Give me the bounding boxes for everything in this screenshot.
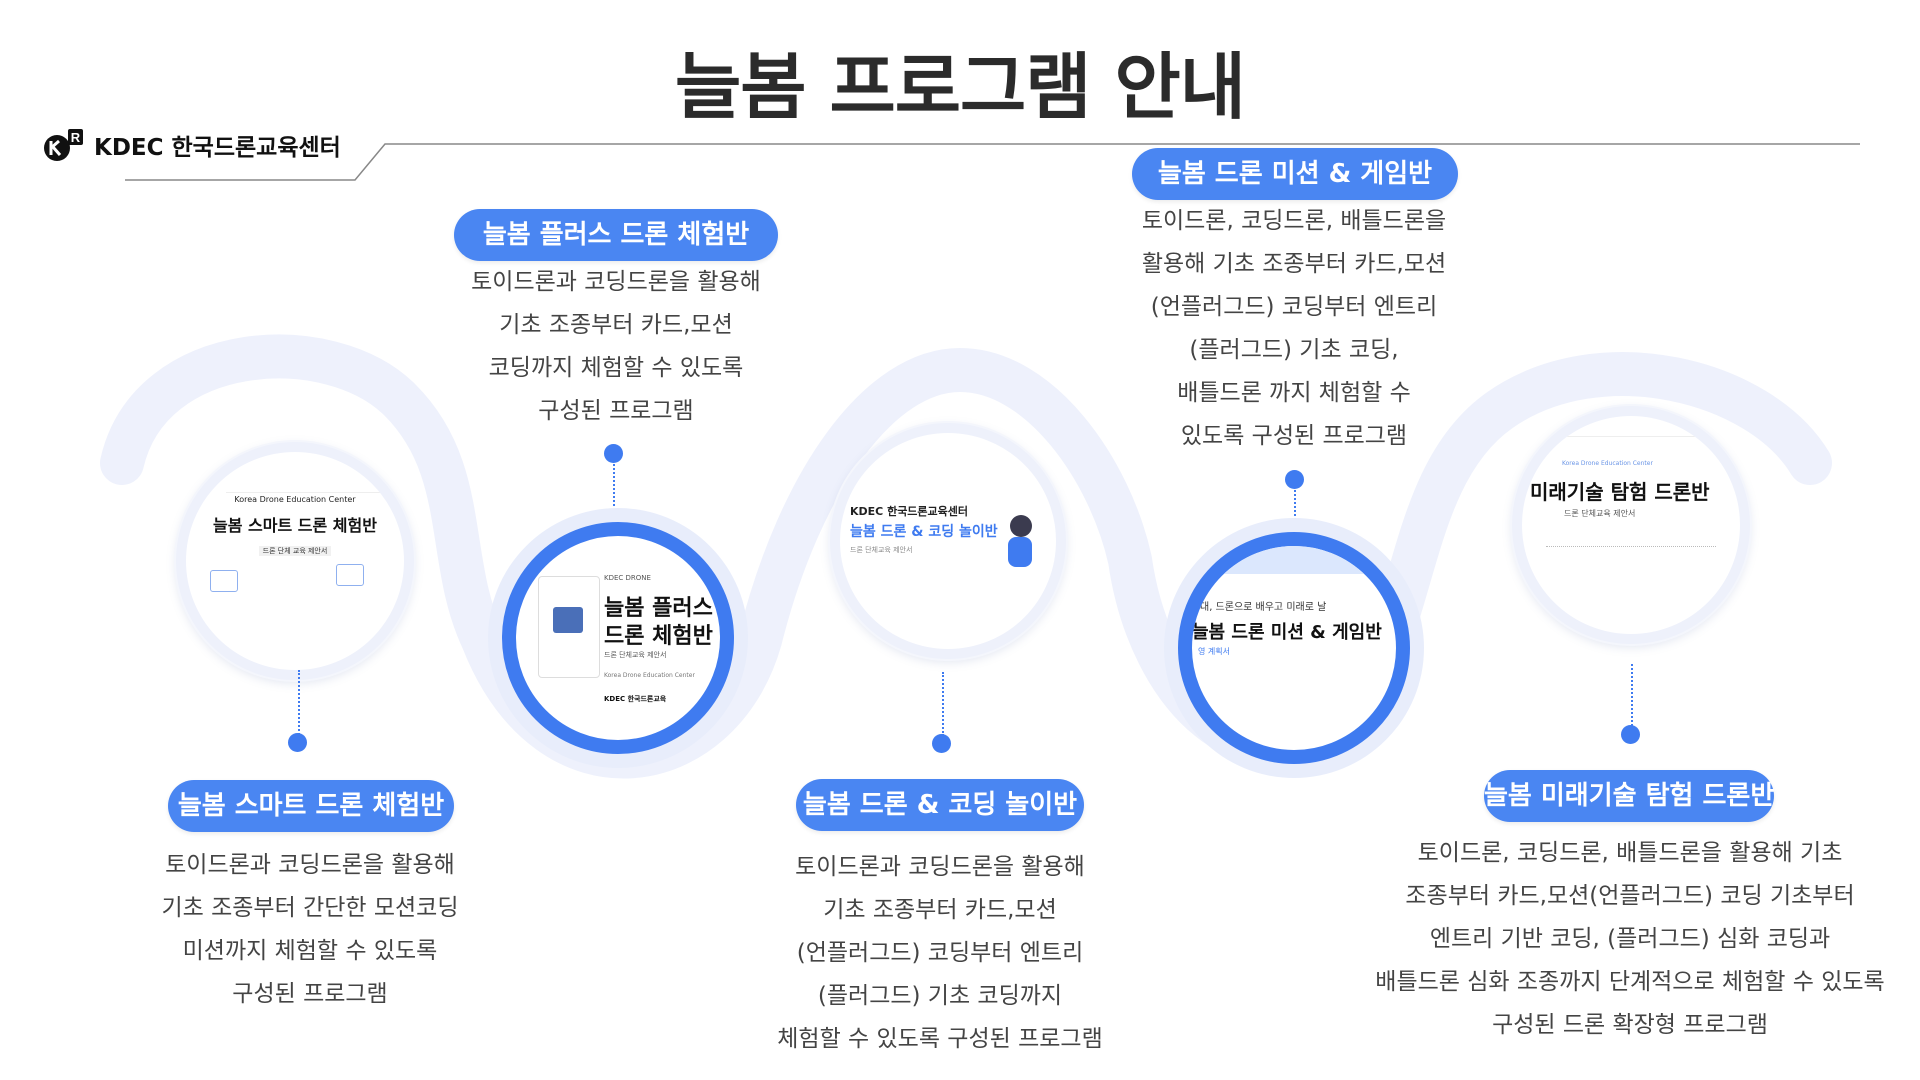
description-line: 배틀드론 까지 체험할 수	[1177, 380, 1411, 406]
thumbnail-doc: KDEC DRONE 늘봄 플러스 드론 체험반 드론 단체교육 제안서 Kor…	[516, 536, 720, 740]
program-pill-3[interactable]: 늘봄 드론 & 코딩 놀이반	[796, 779, 1084, 831]
monitor-icon	[336, 564, 364, 586]
thumb-title: 늘봄 드론 미션 & 게임반	[1192, 622, 1382, 643]
description-line: 코딩까지 체험할 수 있도록	[488, 355, 744, 381]
program-description-1: 토이드론과 코딩드론을 활용해 기초 조종부터 간단한 모션코딩 미션까지 체험…	[110, 844, 510, 1016]
program-pill-2[interactable]: 늘봄 플러스 드론 체험반	[454, 209, 778, 261]
description-line: 있도록 구성된 프로그램	[1180, 423, 1408, 449]
description-line: (언플러그드) 코딩부터 엔트리	[1150, 294, 1438, 320]
connector-line	[1294, 490, 1296, 532]
program-thumbnail-3[interactable]: KDEC 한국드론교육센터 늘봄 드론 & 코딩 놀이반 드론 단체교육 제안서	[830, 423, 1066, 659]
connector-line	[613, 464, 615, 506]
program-pill-4[interactable]: 늘봄 드론 미션 & 게임반	[1132, 148, 1458, 200]
thumbnail-doc: KDEC 한국드론교육센터 늘봄 드론 & 코딩 놀이반 드론 단체교육 제안서	[840, 433, 1056, 649]
description-line: 체험할 수 있도록 구성된 프로그램	[777, 1026, 1103, 1052]
program-description-5: 토이드론, 코딩드론, 배틀드론을 활용해 기초 조종부터 카드,모션(언플러그…	[1330, 832, 1920, 1047]
description-line: 토이드론과 코딩드론을 활용해	[795, 854, 1085, 880]
thumb-title: 드론 체험반	[604, 624, 713, 649]
thumb-subtitle: 드론 단체교육 제안서	[850, 546, 913, 554]
connector-dot	[932, 734, 951, 753]
thumb-subtitle: 드론 단체교육 제안서	[1564, 509, 1636, 518]
description-line: 토이드론과 코딩드론을 활용해	[471, 269, 761, 295]
thumbnail-doc: 대, 드론으로 배우고 미래로 날 늘봄 드론 미션 & 게임반 영 계획서	[1192, 546, 1396, 750]
description-line: 기초 조종부터 카드,모션	[499, 312, 733, 338]
logo: R KDEC 한국드론교육센터	[42, 128, 341, 162]
description-line: (언플러그드) 코딩부터 엔트리	[796, 940, 1084, 966]
thumb-caption: 대, 드론으로 배우고 미래로 날	[1200, 602, 1327, 613]
description-line: 구성된 프로그램	[538, 398, 694, 424]
program-pill-5[interactable]: 늘봄 미래기술 탐험 드론반	[1484, 770, 1774, 822]
description-line: 토이드론, 코딩드론, 배틀드론을	[1141, 208, 1447, 234]
program-description-3: 토이드론과 코딩드론을 활용해 기초 조종부터 카드,모션 (언플러그드) 코딩…	[740, 846, 1140, 1061]
description-line: 기초 조종부터 간단한 모션코딩	[161, 895, 459, 921]
page-title: 늘봄 프로그램 안내	[674, 45, 1246, 129]
logo-text: KDEC 한국드론교육센터	[94, 135, 341, 161]
thumb-subtitle: 드론 단체교육 제안서	[604, 651, 667, 659]
thumb-title: 늘봄 드론 & 코딩 놀이반	[850, 524, 998, 540]
kdec-logo-icon: R	[44, 129, 83, 161]
drone-icon	[210, 570, 238, 592]
thumbnail-doc: Korea Drone Education Center 미래기술 탐험 드론반…	[1522, 416, 1740, 634]
thumb-caption: Korea Drone Education Center	[234, 495, 356, 504]
thumb-brand: KDEC 한국드론교육	[604, 695, 667, 703]
description-line: 구성된 드론 확장형 프로그램	[1492, 1012, 1768, 1038]
drone-illustration	[538, 576, 600, 678]
thumb-subtitle: 영 계획서	[1198, 647, 1230, 656]
character-illustration	[1010, 515, 1032, 537]
thumb-subtitle: 드론 단체 교육 제안서	[258, 546, 332, 556]
thumb-caption: KDEC 한국드론교육센터	[850, 505, 969, 518]
connector-line	[942, 672, 944, 736]
description-line: 조종부터 카드,모션(언플러그드) 코딩 기초부터	[1405, 883, 1855, 909]
thumb-title: 늘봄 스마트 드론 체험반	[213, 516, 377, 535]
thumb-caption: Korea Drone Education Center	[1562, 460, 1653, 467]
program-description-2: 토이드론과 코딩드론을 활용해 기초 조종부터 카드,모션 코딩까지 체험할 수…	[416, 261, 816, 433]
description-line: 엔트리 기반 코딩, (플러그드) 심화 코딩과	[1429, 926, 1831, 952]
program-thumbnail-4[interactable]: 대, 드론으로 배우고 미래로 날 늘봄 드론 미션 & 게임반 영 계획서	[1178, 532, 1410, 764]
connector-dot	[1285, 470, 1304, 489]
description-line: (플러그드) 기초 코딩,	[1189, 337, 1399, 363]
description-line: 기초 조종부터 카드,모션	[823, 897, 1057, 923]
connector-dot	[288, 733, 307, 752]
thumbnail-doc: Korea Drone Education Center 늘봄 스마트 드론 체…	[186, 452, 404, 670]
thumb-caption: KDEC DRONE	[604, 574, 651, 582]
character-body	[1008, 537, 1032, 567]
program-description-4: 토이드론, 코딩드론, 배틀드론을 활용해 기초 조종부터 카드,모션 (언플러…	[1094, 200, 1494, 458]
description-line: 배틀드론 심화 조종까지 단계적으로 체험할 수 있도록	[1375, 969, 1885, 995]
program-thumbnail-1[interactable]: Korea Drone Education Center 늘봄 스마트 드론 체…	[176, 442, 414, 680]
connector-line	[298, 670, 300, 742]
description-line: 미션까지 체험할 수 있도록	[182, 938, 438, 964]
description-line: (플러그드) 기초 코딩까지	[817, 983, 1063, 1009]
program-pill-1[interactable]: 늘봄 스마트 드론 체험반	[168, 780, 454, 832]
description-line: 토이드론, 코딩드론, 배틀드론을 활용해 기초	[1417, 840, 1843, 866]
program-thumbnail-5[interactable]: Korea Drone Education Center 미래기술 탐험 드론반…	[1512, 406, 1750, 644]
description-line: 토이드론과 코딩드론을 활용해	[165, 852, 455, 878]
thumb-title: 미래기술 탐험 드론반	[1530, 480, 1710, 504]
thumb-title: 늘봄 플러스	[604, 596, 713, 621]
description-line: 구성된 프로그램	[232, 981, 388, 1007]
connector-line	[1631, 664, 1633, 726]
program-thumbnail-2[interactable]: KDEC DRONE 늘봄 플러스 드론 체험반 드론 단체교육 제안서 Kor…	[502, 522, 734, 754]
connector-dot	[604, 444, 623, 463]
connector-dot	[1621, 725, 1640, 744]
thumb-footer: Korea Drone Education Center	[604, 672, 695, 679]
svg-text:R: R	[71, 130, 81, 145]
description-line: 활용해 기초 조종부터 카드,모션	[1141, 251, 1447, 277]
